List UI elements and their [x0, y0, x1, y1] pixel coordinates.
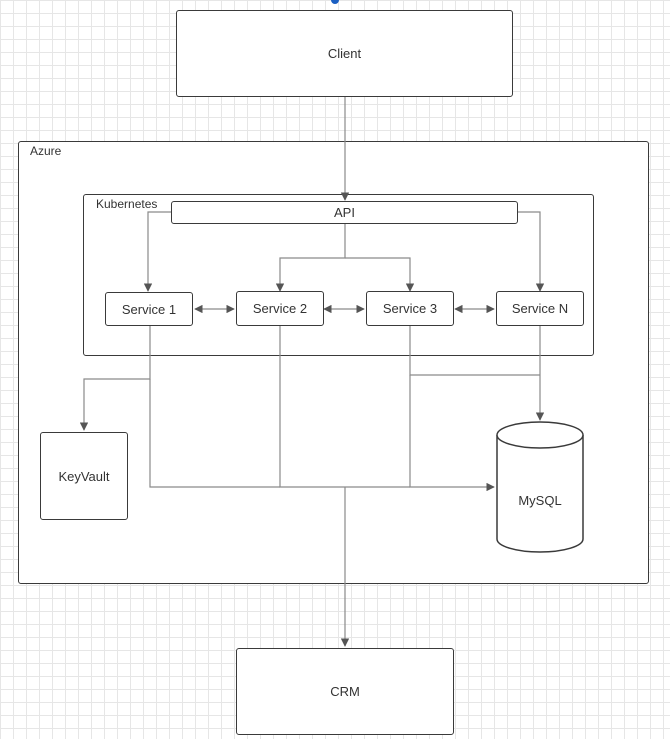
keyvault-node[interactable]: KeyVault — [40, 432, 128, 520]
service1-to-keyvault-connector — [79, 326, 151, 431]
service3-to-bus-connector — [409, 375, 495, 492]
serviceN-node[interactable]: Service N — [496, 291, 584, 326]
service2-label: Service 2 — [252, 301, 308, 316]
mysql-label[interactable]: MySQL — [518, 492, 562, 508]
service1-to-bus-connector — [149, 379, 280, 488]
api-to-service2-connector — [275, 224, 346, 292]
crm-label: CRM — [330, 684, 360, 699]
serviceN-label: Service N — [511, 301, 569, 316]
api-to-service3-connector — [345, 257, 415, 292]
service3-node[interactable]: Service 3 — [366, 291, 454, 326]
service1-label: Service 1 — [121, 301, 177, 317]
service3-label: Service 3 — [382, 301, 438, 316]
service1-node[interactable]: Service 1 — [105, 292, 193, 326]
client-label: Client — [327, 46, 362, 61]
keyvault-label: KeyVault — [58, 468, 110, 484]
api-node[interactable]: API — [171, 201, 518, 224]
mysql-cylinder — [496, 421, 584, 553]
crm-node[interactable]: CRM — [236, 648, 454, 735]
service2-to-bus-connector — [279, 326, 410, 488]
api-to-service1-connector — [143, 211, 171, 292]
api-label: API — [334, 205, 355, 220]
azure-label: Azure — [30, 144, 62, 158]
selection-handle[interactable] — [331, 0, 339, 4]
client-node[interactable]: Client — [176, 10, 513, 97]
service3-to-mysql-connector — [409, 326, 540, 376]
kubernetes-label: Kubernetes — [96, 197, 158, 211]
api-to-serviceN-connector — [518, 211, 545, 292]
service2-node[interactable]: Service 2 — [236, 291, 324, 326]
